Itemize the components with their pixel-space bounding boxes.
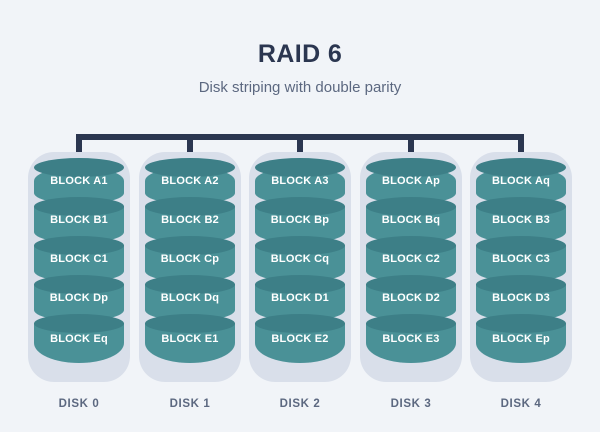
block-label: BLOCK E3	[382, 333, 440, 345]
disk-block[interactable]: BLOCK E1	[145, 314, 235, 363]
disk-column-1[interactable]: BLOCK A2 BLOCK B2 BLOCK Cp BLOCK Dq BLOCK E1…	[139, 152, 241, 410]
disk-column-4[interactable]: BLOCK Aq BLOCK B3 BLOCK C3 BLOCK D3 BLOCK Ep…	[470, 152, 572, 410]
drop-line-disk-3	[408, 134, 414, 168]
block-cylinder-top	[366, 236, 456, 255]
page-title: RAID 6	[257, 40, 343, 68]
block-cylinder-top	[34, 197, 124, 216]
drop-line-disk-0	[76, 134, 82, 168]
block-cylinder-top	[255, 236, 345, 255]
disk-block[interactable]: BLOCK D1	[255, 275, 345, 321]
disk-column-2[interactable]: BLOCK A3 BLOCK Bp BLOCK Cq BLOCK D1 BLOCK E2…	[249, 152, 351, 410]
drop-line-disk-2	[297, 134, 303, 168]
disk-block[interactable]: BLOCK B2	[145, 197, 235, 243]
block-label: BLOCK E2	[271, 333, 329, 345]
drop-line-disk-4	[518, 134, 524, 168]
block-label: BLOCK D2	[382, 292, 440, 304]
block-cylinder-top	[34, 314, 124, 333]
block-cylinder-top	[145, 236, 235, 255]
block-cylinder-top	[34, 236, 124, 255]
block-label: BLOCK Eq	[50, 333, 108, 345]
disk-block[interactable]: BLOCK Ep	[476, 314, 566, 363]
block-cylinder-top	[476, 314, 566, 333]
block-label: BLOCK Dp	[49, 292, 109, 304]
disk-casing: BLOCK Ap BLOCK Bq BLOCK C2 BLOCK D2 BLOCK E3	[360, 152, 462, 382]
disk-label-4: DISK 4	[500, 398, 542, 410]
block-label: BLOCK C3	[492, 253, 550, 265]
block-label: BLOCK Dq	[160, 292, 220, 304]
disk-block[interactable]: BLOCK D3	[476, 275, 566, 321]
block-label: BLOCK E1	[161, 333, 219, 345]
block-cylinder-top	[145, 314, 235, 333]
block-label: BLOCK C2	[382, 253, 440, 265]
block-cylinder-top	[366, 275, 456, 294]
block-stack: BLOCK A1 BLOCK B1 BLOCK C1 BLOCK Dp BLOCK Eq	[34, 158, 124, 376]
block-label: BLOCK Cq	[270, 253, 330, 265]
disk-casing: BLOCK Aq BLOCK B3 BLOCK C3 BLOCK D3 BLOCK Ep	[470, 152, 572, 382]
page-subtitle: Disk striping with double parity	[198, 79, 402, 96]
block-cylinder-top	[255, 275, 345, 294]
disk-casing: BLOCK A2 BLOCK B2 BLOCK Cp BLOCK Dq BLOCK E1	[139, 152, 241, 382]
disk-block[interactable]: BLOCK E2	[255, 314, 345, 363]
block-label: BLOCK A3	[271, 175, 329, 187]
block-stack: BLOCK Aq BLOCK B3 BLOCK C3 BLOCK D3 BLOCK Ep	[476, 158, 566, 376]
block-stack: BLOCK Ap BLOCK Bq BLOCK C2 BLOCK D2 BLOCK E3	[366, 158, 456, 376]
block-label: BLOCK A2	[161, 175, 219, 187]
disk-label-0: DISK 0	[58, 398, 100, 410]
disk-column-3[interactable]: BLOCK Ap BLOCK Bq BLOCK C2 BLOCK D2 BLOCK E3…	[360, 152, 462, 410]
block-label: BLOCK C1	[50, 253, 108, 265]
disk-block[interactable]: BLOCK A1	[34, 158, 124, 204]
block-cylinder-top	[255, 197, 345, 216]
block-label: BLOCK D3	[492, 292, 550, 304]
block-label: BLOCK Bp	[270, 214, 330, 226]
block-label: BLOCK Ep	[492, 333, 550, 345]
block-cylinder-top	[34, 275, 124, 294]
disk-block[interactable]: BLOCK Eq	[34, 314, 124, 363]
block-cylinder-top	[476, 275, 566, 294]
block-cylinder-top	[145, 275, 235, 294]
disk-label-2: DISK 2	[279, 398, 321, 410]
block-label: BLOCK Cp	[160, 253, 220, 265]
disk-label-1: DISK 1	[169, 398, 211, 410]
drop-line-disk-1	[187, 134, 193, 168]
disk-casing: BLOCK A3 BLOCK Bp BLOCK Cq BLOCK D1 BLOCK E2	[249, 152, 351, 382]
block-stack: BLOCK A3 BLOCK Bp BLOCK Cq BLOCK D1 BLOCK E2	[255, 158, 345, 376]
diagram-header: RAID 6 Disk striping with double parity	[0, 0, 600, 96]
block-cylinder-top	[366, 158, 456, 177]
disk-block[interactable]: BLOCK D2	[366, 275, 456, 321]
block-label: BLOCK Aq	[491, 175, 551, 187]
block-cylinder-top	[476, 236, 566, 255]
block-cylinder-top	[145, 158, 235, 177]
block-label: BLOCK Ap	[381, 175, 441, 187]
block-cylinder-top	[34, 158, 124, 177]
block-label: BLOCK A1	[50, 175, 108, 187]
block-cylinder-top	[476, 158, 566, 177]
block-cylinder-top	[366, 314, 456, 333]
block-label: BLOCK D1	[271, 292, 329, 304]
block-label: BLOCK Bq	[381, 214, 441, 226]
block-cylinder-top	[145, 197, 235, 216]
disk-block[interactable]: BLOCK E3	[366, 314, 456, 363]
disk-casing: BLOCK A1 BLOCK B1 BLOCK C1 BLOCK Dp BLOCK Eq	[28, 152, 130, 382]
block-cylinder-top	[255, 158, 345, 177]
block-cylinder-top	[476, 197, 566, 216]
block-label: BLOCK B3	[492, 214, 550, 226]
block-cylinder-top	[366, 197, 456, 216]
block-label: BLOCK B1	[50, 214, 108, 226]
block-label: BLOCK B2	[161, 214, 219, 226]
block-stack: BLOCK A2 BLOCK B2 BLOCK Cp BLOCK Dq BLOCK E1	[145, 158, 235, 376]
disk-label-3: DISK 3	[390, 398, 432, 410]
block-cylinder-top	[255, 314, 345, 333]
disk-column-0[interactable]: BLOCK A1 BLOCK B1 BLOCK C1 BLOCK Dp BLOCK Eq…	[28, 152, 130, 410]
disk-array: BLOCK A1 BLOCK B1 BLOCK C1 BLOCK Dp BLOCK Eq…	[0, 152, 600, 410]
